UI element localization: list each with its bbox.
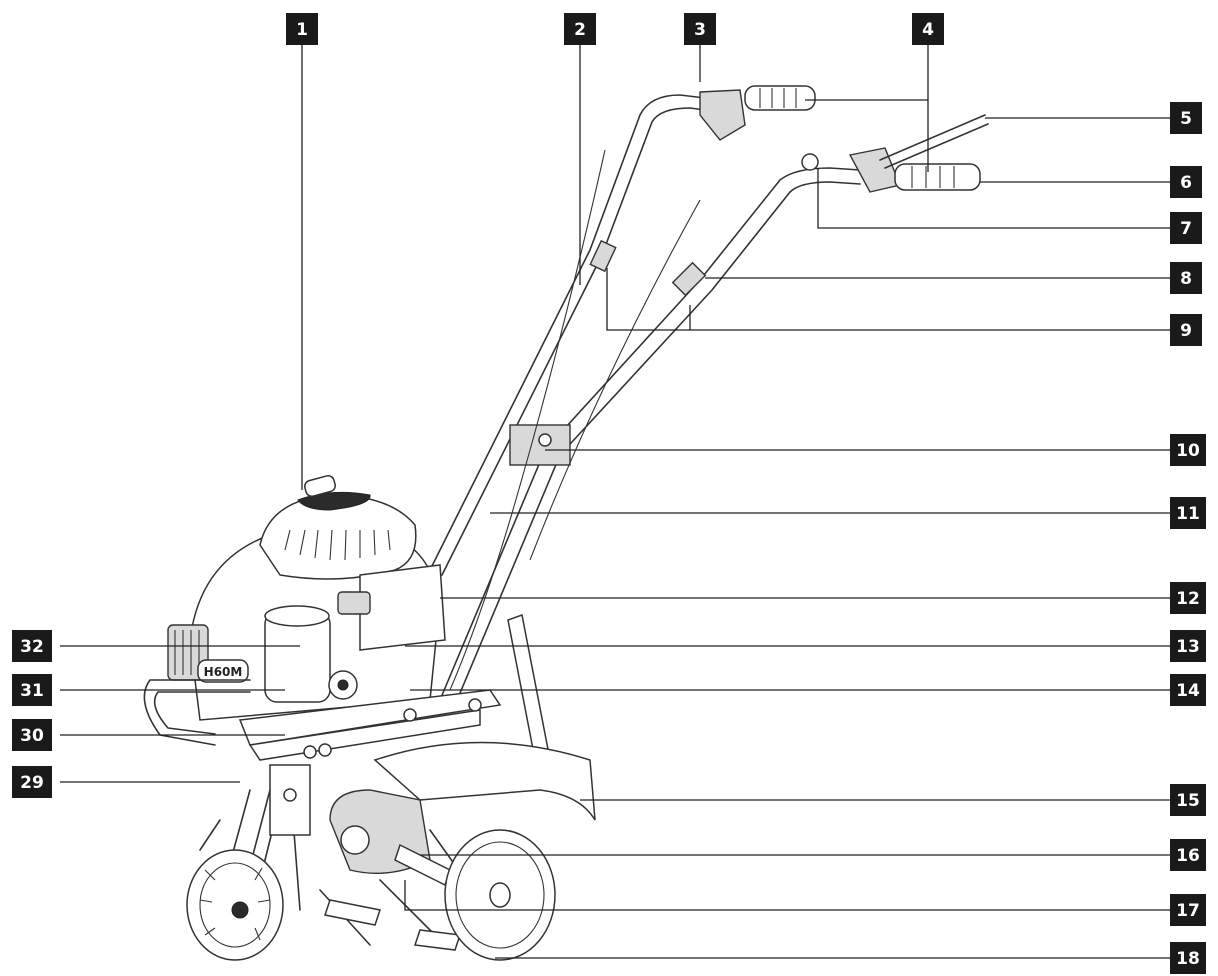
clamp-left <box>589 239 617 273</box>
svg-text:8: 8 <box>1180 269 1192 289</box>
tine-shield <box>373 741 596 821</box>
svg-text:29: 29 <box>20 773 44 793</box>
svg-text:3: 3 <box>694 20 706 40</box>
label-15: 15 <box>1170 784 1206 816</box>
svg-text:6: 6 <box>1180 173 1192 193</box>
main-frame <box>238 689 502 746</box>
tines <box>199 779 481 951</box>
rear-wheel <box>444 829 556 961</box>
tiller-illustration: H60M <box>143 85 989 961</box>
callout-labels: 1 2 3 4 5 6 7 8 <box>12 13 1206 974</box>
label-18: 18 <box>1170 942 1206 974</box>
label-10: 10 <box>1170 434 1206 466</box>
svg-text:10: 10 <box>1176 441 1200 461</box>
label-7: 7 <box>1170 212 1202 244</box>
svg-text:17: 17 <box>1176 901 1200 921</box>
svg-text:11: 11 <box>1176 504 1200 524</box>
label-12: 12 <box>1170 582 1206 614</box>
svg-text:5: 5 <box>1180 109 1192 129</box>
adjust-knob <box>801 153 819 171</box>
svg-text:18: 18 <box>1176 949 1200 969</box>
svg-text:12: 12 <box>1176 589 1200 609</box>
starter-handle <box>304 474 336 498</box>
svg-text:7: 7 <box>1180 219 1192 239</box>
label-13: 13 <box>1170 630 1206 662</box>
label-3: 3 <box>684 13 716 45</box>
svg-text:31: 31 <box>20 681 44 701</box>
throttle-lever <box>879 114 986 161</box>
svg-text:32: 32 <box>20 637 44 657</box>
label-1: 1 <box>286 13 318 45</box>
right-grip <box>894 163 981 191</box>
handlebar-left <box>429 85 816 576</box>
fuel-tank <box>359 564 446 651</box>
svg-text:30: 30 <box>20 726 44 746</box>
svg-text:15: 15 <box>1176 791 1200 811</box>
engine-badge-plate <box>197 659 249 683</box>
svg-text:4: 4 <box>922 20 934 40</box>
label-14: 14 <box>1170 674 1206 706</box>
leader-lines <box>60 45 1170 959</box>
svg-text:13: 13 <box>1176 637 1200 657</box>
label-16: 16 <box>1170 839 1206 871</box>
svg-text:2: 2 <box>574 20 586 40</box>
label-4: 4 <box>912 13 944 45</box>
height-clamp <box>509 424 571 466</box>
front-wheel <box>186 789 284 961</box>
label-6: 6 <box>1170 166 1202 198</box>
left-grip <box>744 85 816 111</box>
label-8: 8 <box>1170 262 1202 294</box>
label-31: 31 <box>12 674 52 706</box>
label-30: 30 <box>12 719 52 751</box>
label-17: 17 <box>1170 894 1206 926</box>
svg-text:1: 1 <box>296 20 308 40</box>
clamp-right <box>671 261 707 297</box>
engine-badge: H60M <box>204 665 243 679</box>
engine: H60M <box>167 474 446 721</box>
fuel-cap <box>337 591 371 615</box>
svg-text:9: 9 <box>1180 321 1192 341</box>
label-11: 11 <box>1170 497 1206 529</box>
svg-text:14: 14 <box>1176 681 1200 701</box>
handlebar-right <box>439 114 989 706</box>
recoil-starter <box>259 494 417 580</box>
label-2: 2 <box>564 13 596 45</box>
label-5: 5 <box>1170 102 1202 134</box>
label-9: 9 <box>1170 314 1202 346</box>
label-32: 32 <box>12 630 52 662</box>
svg-text:16: 16 <box>1176 846 1200 866</box>
label-29: 29 <box>12 766 52 798</box>
